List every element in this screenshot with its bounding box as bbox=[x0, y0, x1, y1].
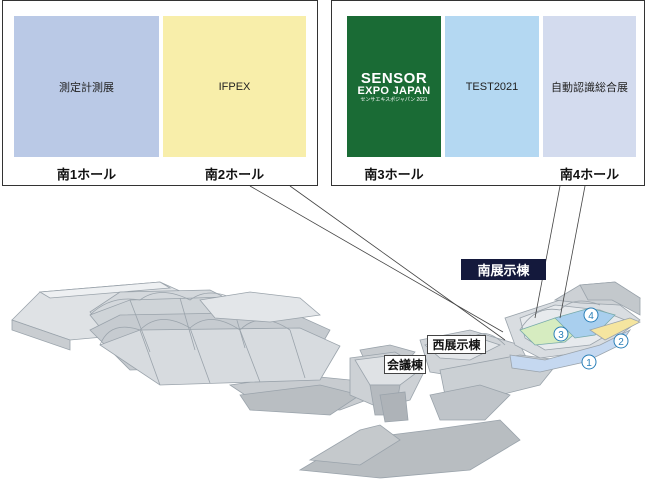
hall-marker-1-text: 1 bbox=[586, 358, 592, 369]
hall-2-exhibit-name: IFPEX bbox=[218, 80, 251, 93]
test2021-exhibit[interactable]: TEST2021 bbox=[445, 16, 539, 157]
sensor-logo-line2: EXPO JAPAN bbox=[357, 84, 431, 97]
map-structure bbox=[11, 281, 641, 479]
hall-1-exhibit[interactable]: 測定計測展 bbox=[14, 16, 159, 157]
hall-3-exhibit[interactable]: SENSOR EXPO JAPAN センサエキスポジャパン 2021 bbox=[347, 16, 441, 157]
test2021-exhibit-name: TEST2021 bbox=[465, 80, 519, 93]
sensor-logo-line3: センサエキスポジャパン 2021 bbox=[360, 96, 428, 103]
hall-marker-4 bbox=[583, 307, 599, 323]
hall-marker-2-text: 2 bbox=[618, 337, 624, 348]
hall-4-exhibit[interactable]: 自動認識総合展 bbox=[543, 16, 636, 157]
hall-1-label: 南1ホール bbox=[56, 167, 117, 182]
hall-2-exhibit[interactable]: IFPEX bbox=[163, 16, 306, 157]
hall-marker-3-text: 3 bbox=[558, 330, 564, 341]
south-building-tag: 南展示棟 bbox=[461, 259, 546, 280]
callout-south-hall-3-4: SENSOR EXPO JAPAN センサエキスポジャパン 2021 TEST2… bbox=[331, 0, 645, 186]
conference-tower-tag: 会議棟 bbox=[384, 355, 426, 374]
hall-4-label: 南4ホール bbox=[559, 167, 620, 182]
hall-marker-3 bbox=[553, 326, 569, 342]
hall-2-label: 南2ホール bbox=[204, 167, 265, 182]
hall-marker-4-text: 4 bbox=[588, 311, 594, 322]
hall-marker-2 bbox=[613, 333, 629, 349]
sensor-logo-line1: SENSOR bbox=[360, 69, 428, 87]
callout-south-hall-1-2: 測定計測展 IFPEX 南1ホール 南2ホール bbox=[2, 0, 318, 186]
hall-markers: 1 2 3 4 bbox=[553, 307, 629, 370]
hall-marker-1 bbox=[581, 354, 597, 370]
hall-3-label: 南3ホール bbox=[364, 167, 424, 182]
hall-4-exhibit-name: 自動認識総合展 bbox=[551, 81, 628, 94]
west-building-tag: 西展示棟 bbox=[427, 335, 486, 354]
callout-lines bbox=[249, 185, 586, 341]
hall-1-exhibit-name: 測定計測展 bbox=[59, 81, 114, 94]
